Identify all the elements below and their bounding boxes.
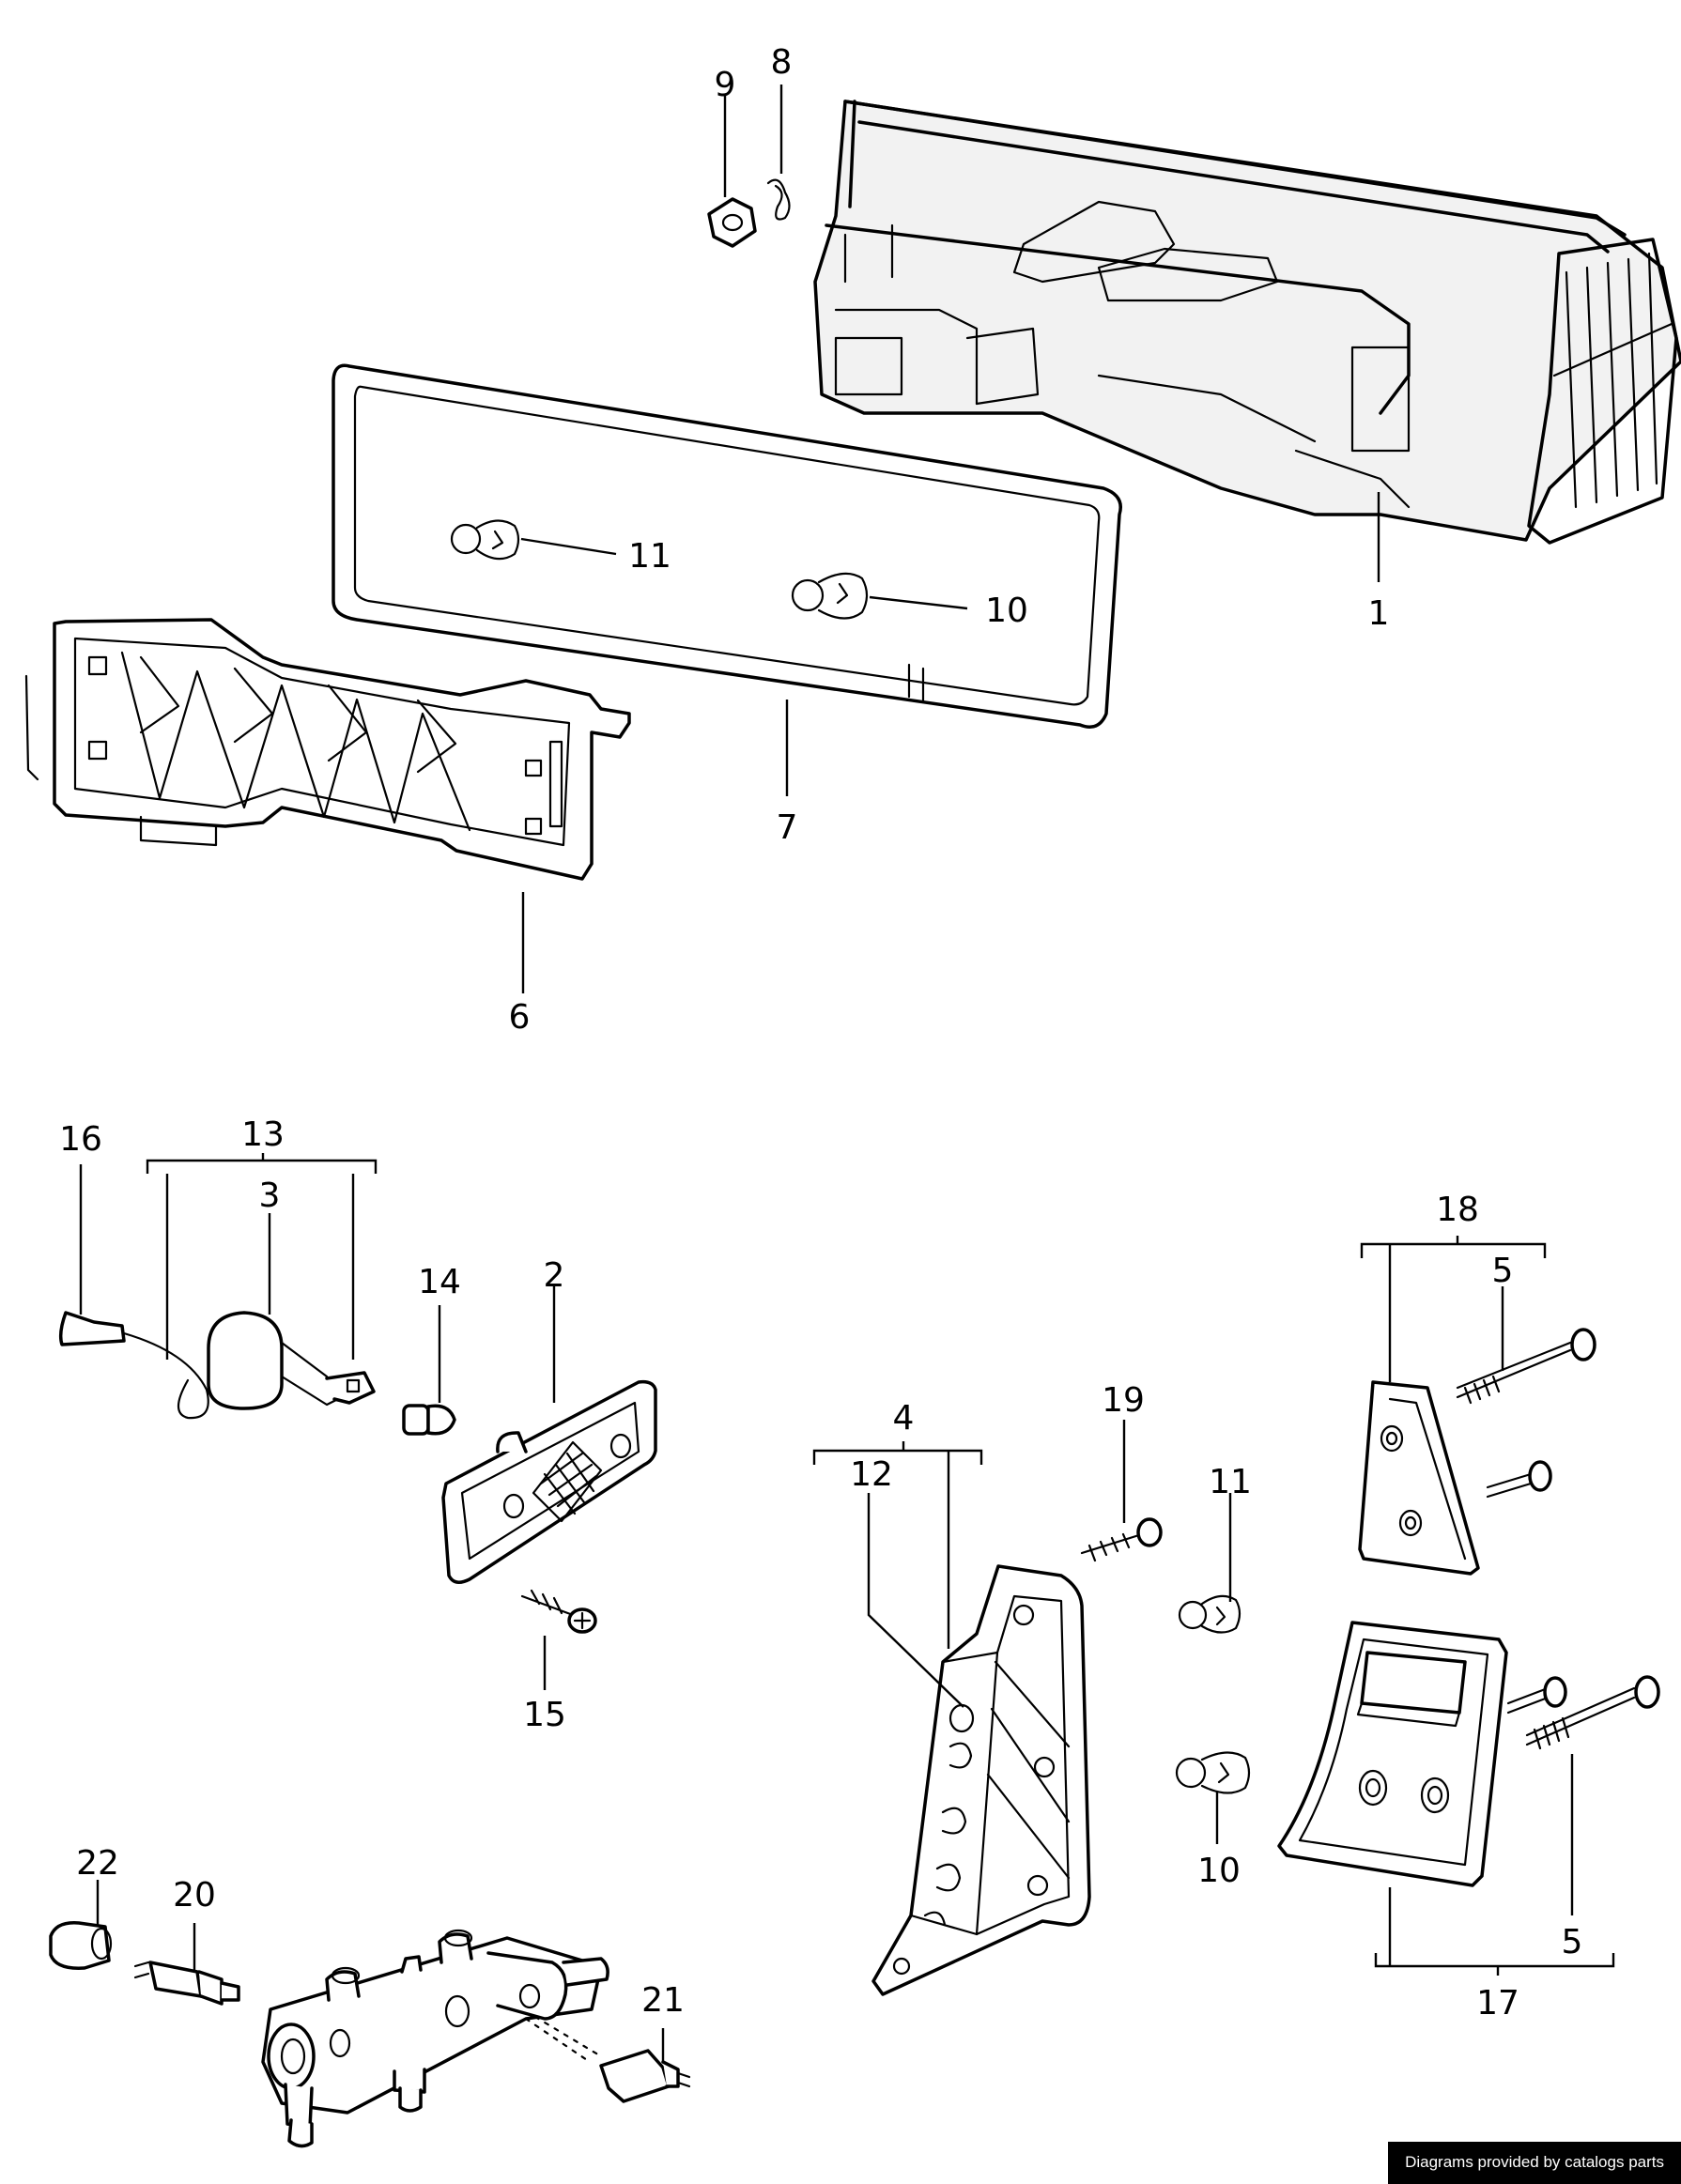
- callout-5-top: 5: [1492, 1252, 1514, 1290]
- reflector-lens-small: [1358, 1380, 1480, 1576]
- callout-17: 17: [1476, 1984, 1519, 2023]
- lamp-gasket: [332, 363, 1122, 729]
- master-cylinder: [261, 1929, 609, 2148]
- callout-16: 16: [59, 1120, 102, 1159]
- callout-8: 8: [771, 43, 793, 82]
- tail-lamp-housing: [813, 100, 1681, 545]
- spring-clip: [766, 178, 791, 221]
- callout-21: 21: [641, 1981, 685, 2020]
- bulb-large: [791, 572, 869, 620]
- callout-11-top: 11: [628, 537, 671, 576]
- callout-14: 14: [418, 1263, 461, 1301]
- callout-10-top: 10: [985, 592, 1028, 630]
- rear-lamp-lens: [871, 1564, 1091, 1996]
- hex-nut: [707, 197, 757, 248]
- callout-11-bottom: 11: [1209, 1463, 1252, 1501]
- callout-4: 4: [893, 1399, 915, 1438]
- wedge-bulb: [402, 1404, 456, 1436]
- side-marker-lamp: [441, 1379, 657, 1584]
- bolt-lower-short: [1506, 1676, 1567, 1715]
- wire-connector: [58, 1311, 209, 1420]
- callout-3: 3: [259, 1177, 281, 1215]
- callout-2: 2: [544, 1256, 565, 1295]
- callout-5-bottom: 5: [1562, 1923, 1583, 1961]
- bolt-upper-short: [1486, 1460, 1552, 1499]
- callout-10-bottom: 10: [1197, 1852, 1241, 1890]
- callout-7: 7: [777, 808, 798, 847]
- pressure-sensor: [599, 2049, 691, 2103]
- diagram-credit: Diagrams provided by catalogs parts: [1388, 2142, 1681, 2184]
- bulb-small-lower: [1178, 1594, 1241, 1634]
- callout-12: 12: [850, 1455, 893, 1494]
- callout-1: 1: [1368, 594, 1390, 633]
- brake-light-switch: [133, 1961, 240, 2006]
- callout-9: 9: [715, 66, 736, 104]
- callout-22: 22: [76, 1844, 119, 1883]
- self-tapping-screw: [520, 1589, 597, 1634]
- bulb-large-lower: [1175, 1751, 1251, 1794]
- callout-20: 20: [173, 1876, 216, 1915]
- callout-18: 18: [1436, 1191, 1479, 1229]
- bulb-carrier-frame: [24, 618, 631, 881]
- bolt-lower: [1525, 1675, 1660, 1750]
- callout-13: 13: [241, 1115, 285, 1154]
- callout-15: 15: [523, 1696, 566, 1734]
- bulb-socket: [207, 1311, 376, 1410]
- sealing-plug: [49, 1921, 113, 1970]
- bulb-small: [450, 519, 520, 561]
- mounting-screw: [1080, 1517, 1163, 1562]
- bolt-upper: [1456, 1328, 1596, 1405]
- reflector-lens-large: [1277, 1621, 1508, 1887]
- callout-19: 19: [1102, 1381, 1145, 1420]
- callout-6: 6: [509, 998, 531, 1037]
